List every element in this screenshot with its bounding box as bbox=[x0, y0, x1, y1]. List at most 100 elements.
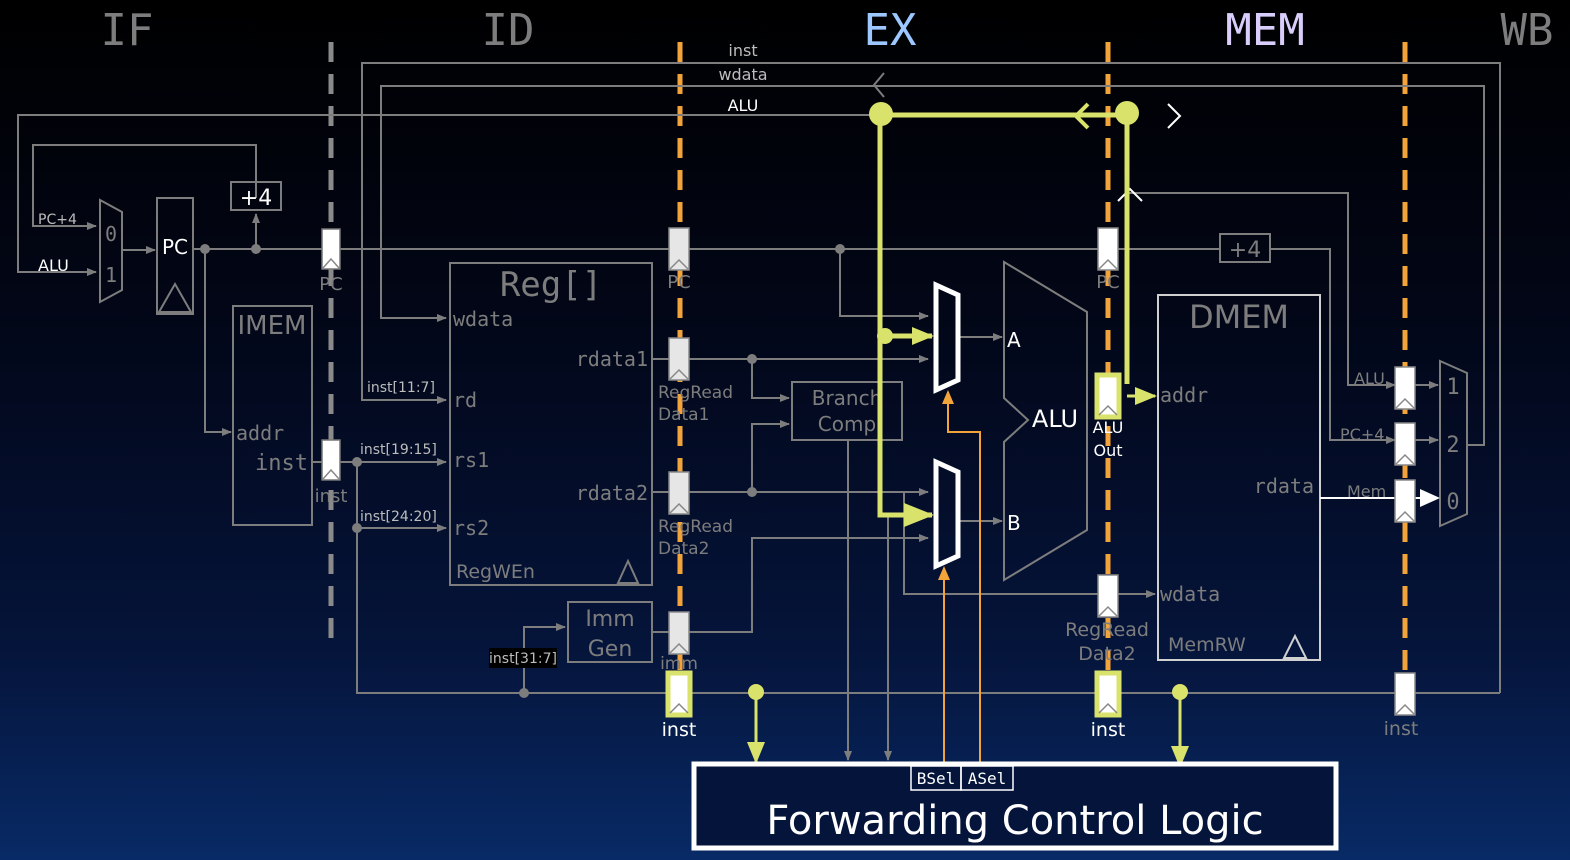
alu-b-mux bbox=[933, 458, 961, 570]
pipe-reg-wb-pc4 bbox=[1394, 422, 1416, 466]
stage-ex-label: EX bbox=[864, 5, 917, 56]
forwarding-junctions bbox=[748, 101, 1188, 700]
reg-title: Reg[] bbox=[500, 265, 602, 305]
alu-block: ALU A B bbox=[1003, 260, 1088, 582]
direction-chevrons bbox=[872, 72, 1182, 202]
inst-top-label: inst bbox=[728, 41, 757, 60]
wb-mux-input-0: 0 bbox=[1446, 490, 1459, 515]
dmem-title: DMEM bbox=[1189, 298, 1289, 336]
pipe-reg-imm bbox=[668, 611, 690, 655]
regread2-line2: Data2 bbox=[658, 539, 709, 559]
stage-if-label: IF bbox=[101, 5, 154, 56]
inst-rs2-label: inst[24:20] bbox=[360, 509, 437, 525]
forwarding-control-logic: BSel ASel Forwarding Control Logic bbox=[691, 761, 1339, 851]
wire-labels: inst wdata ALU PC+4 ALU inst[11:7] inst[… bbox=[38, 41, 1386, 668]
dmem-addr-port: addr bbox=[1160, 383, 1208, 407]
alu-a-port: A bbox=[1007, 328, 1021, 352]
imm-gen-block: Imm Gen bbox=[567, 601, 653, 663]
mux-select-wires bbox=[938, 390, 981, 763]
wb-mux-input-1: 1 bbox=[1446, 375, 1459, 400]
pipe-reg-inst2 bbox=[665, 670, 693, 718]
branch-comp-line2: Comp bbox=[818, 412, 876, 436]
reg-rdata1-port: rdata1 bbox=[576, 347, 648, 371]
inst-imm-label: inst[31:7] bbox=[489, 651, 557, 667]
pipe-reg-inst3 bbox=[1094, 670, 1122, 718]
pipeline-register-labels: PC inst PC RegRead Data1 RegRead Data2 i… bbox=[315, 272, 1419, 741]
gray-wires bbox=[17, 62, 1501, 761]
inst-rd-label: inst[11:7] bbox=[367, 380, 435, 396]
regread1-line1: RegRead bbox=[658, 383, 733, 403]
aluout-line2: Out bbox=[1093, 441, 1122, 460]
pc-plus4-label: PC+4 bbox=[38, 212, 77, 228]
wb-mux-input-2: 2 bbox=[1446, 433, 1459, 458]
pc1-label: PC bbox=[319, 274, 342, 295]
dmem-wdata-port: wdata bbox=[1160, 582, 1220, 606]
pipe-reg-wb-alu bbox=[1394, 366, 1416, 410]
wb-alu-label: ALU bbox=[1354, 369, 1385, 388]
pipe-reg-inst4 bbox=[1394, 672, 1416, 716]
pipe-reg-pc2 bbox=[668, 227, 690, 271]
reg-rs1-port: rs1 bbox=[453, 448, 489, 472]
inst1-label: inst bbox=[315, 486, 348, 507]
dmem-block: DMEM addr rdata wdata MemRW bbox=[1157, 294, 1321, 661]
inst-imm-label-bg bbox=[489, 648, 557, 668]
pc-register: PC bbox=[156, 197, 194, 315]
regread2b-line1: RegRead bbox=[1065, 619, 1149, 641]
pipe-reg-rd1 bbox=[668, 337, 690, 381]
pc2-label: PC bbox=[667, 272, 690, 293]
stage-mem-label: MEM bbox=[1225, 5, 1304, 56]
imm-reg-label: imm bbox=[660, 654, 698, 674]
asel-label: ASel bbox=[968, 769, 1007, 788]
plus4-adder-if: +4 bbox=[230, 181, 282, 211]
alu-in-label: ALU bbox=[38, 256, 69, 275]
bsel-label: BSel bbox=[917, 769, 956, 788]
dmem-memrw-label: MemRW bbox=[1168, 634, 1246, 656]
pipe-reg-pc3 bbox=[1097, 227, 1119, 271]
wb-pc4-label: PC+4 bbox=[1340, 425, 1384, 444]
inst2-label: inst bbox=[662, 719, 697, 741]
reg-rd-port: rd bbox=[453, 388, 477, 412]
pipe-reg-rd2 bbox=[668, 471, 690, 515]
forwarding-title: Forwarding Control Logic bbox=[766, 798, 1263, 844]
pipe-reg-inst1 bbox=[321, 439, 341, 481]
alu-b-port: B bbox=[1007, 511, 1021, 535]
inst4-label: inst bbox=[1384, 718, 1419, 740]
branch-comp-block: Branch Comp bbox=[791, 381, 903, 441]
asel-port-box bbox=[960, 765, 1014, 791]
reg-wdata-port: wdata bbox=[453, 307, 513, 331]
imem-title: IMEM bbox=[238, 311, 307, 341]
plus4-mem-label: +4 bbox=[1229, 238, 1261, 263]
forwarding-paths bbox=[747, 112, 1189, 768]
reg-rs2-port: rs2 bbox=[453, 516, 489, 540]
alu-title: ALU bbox=[1032, 405, 1078, 433]
wb-mem-label: Mem bbox=[1347, 482, 1386, 501]
pipe-reg-aluout bbox=[1094, 372, 1122, 420]
regread2-line1: RegRead bbox=[658, 517, 733, 537]
dmem-rdata-port: rdata bbox=[1254, 474, 1314, 498]
inst3-label: inst bbox=[1091, 719, 1126, 741]
pc-mux-input-1: 1 bbox=[105, 263, 117, 287]
regread1-line2: Data1 bbox=[658, 405, 709, 425]
stage-wb-label: WB bbox=[1501, 5, 1554, 56]
plus4-adder-mem: +4 bbox=[1219, 233, 1271, 263]
alu-a-mux bbox=[933, 281, 961, 394]
forward-chevron bbox=[1073, 102, 1090, 130]
inst-rs1-label: inst[19:15] bbox=[360, 442, 437, 458]
reg-rdata2-port: rdata2 bbox=[576, 481, 648, 505]
regread2b-line2: Data2 bbox=[1078, 643, 1135, 665]
pipe-reg-wb-mem bbox=[1394, 479, 1416, 523]
imem-addr-port: addr bbox=[236, 421, 284, 445]
pipeline-registers bbox=[321, 227, 1416, 718]
pc-register-label: PC bbox=[162, 235, 188, 259]
imm-gen-line1: Imm bbox=[585, 607, 634, 632]
stage-id-label: ID bbox=[482, 5, 535, 56]
imem-block: IMEM addr inst bbox=[232, 305, 313, 526]
pc-mux-input-0: 0 bbox=[105, 222, 117, 246]
alu-top-label: ALU bbox=[728, 96, 759, 115]
pc-mux: 0 1 bbox=[99, 198, 123, 304]
branch-comp-line1: Branch bbox=[812, 386, 883, 410]
pipe-reg-pc1 bbox=[321, 228, 341, 270]
pc3-label: PC bbox=[1096, 272, 1119, 293]
